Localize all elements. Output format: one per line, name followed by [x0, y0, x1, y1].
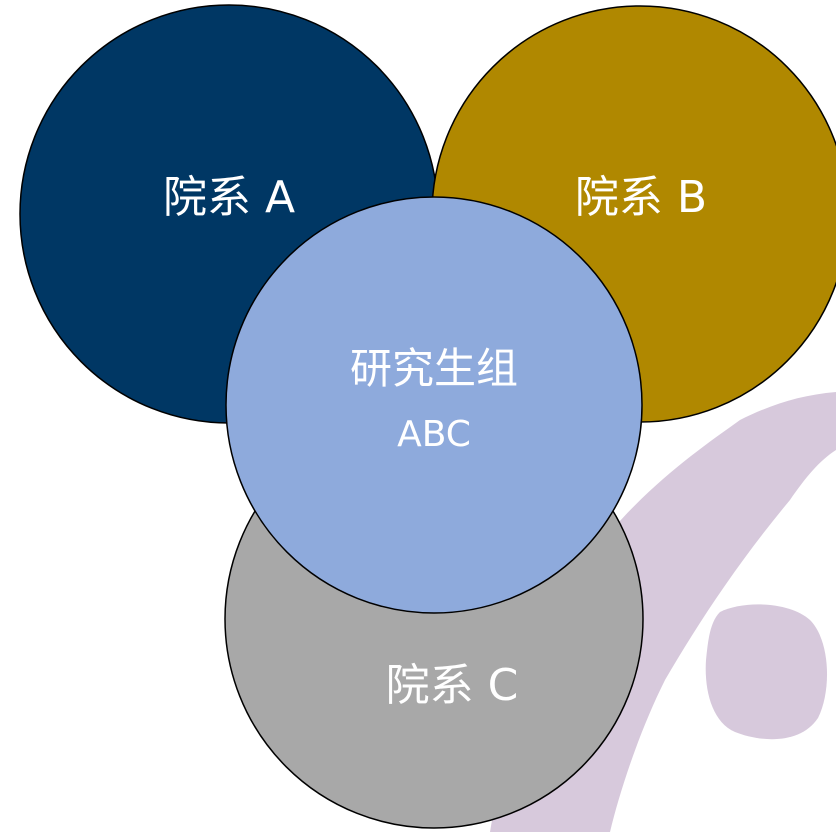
dept-c-label: 院系 C: [386, 660, 519, 711]
center-circle: [225, 196, 643, 614]
center-label-line1: 研究生组: [350, 344, 518, 393]
dept-a-label: 院系 A: [163, 172, 295, 223]
center-label-line2: ABC: [397, 414, 471, 455]
decor-blob: [705, 604, 828, 740]
dept-b-label: 院系 B: [575, 172, 707, 223]
